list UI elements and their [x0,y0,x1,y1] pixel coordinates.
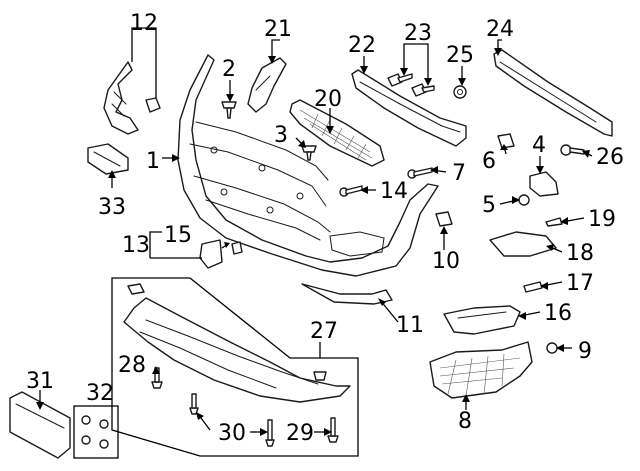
callout-6: 6 [482,149,496,174]
part-21-bracket [247,57,287,113]
callout-24: 24 [486,17,514,42]
callout-32: 32 [86,381,114,406]
callout-15: 15 [164,223,192,248]
part-26-bolt [560,144,585,156]
part-31-plate-bracket [9,391,71,459]
part-10-clip [435,211,453,227]
callout-25: 25 [446,43,474,68]
part-33-sensor-module [87,143,129,175]
part-6-clip [497,133,515,149]
callout-17: 17 [566,271,594,296]
part-14-bolt [339,185,363,197]
callout-30: 30 [218,421,246,446]
part-4-bracket [529,171,559,197]
callout-23: 23 [404,21,432,46]
part-2-push-pin [221,101,237,119]
callout-31: 31 [26,369,54,394]
callout-11: 11 [396,313,424,338]
callout-21: 21 [264,17,292,42]
part-19-bolt [545,217,563,227]
callout-26: 26 [596,145,624,170]
part-16-lamp-bezel [443,305,521,335]
part-30-pin [189,393,275,447]
callout-5: 5 [482,193,496,218]
part-32-screws [73,405,119,459]
callout-3: 3 [274,123,288,148]
part-5-nut [518,194,530,206]
part-1-bumper-cover [177,54,439,277]
part-9-nut [546,342,558,354]
group-bracket-13 [149,231,202,259]
part-23-bolts [387,73,435,97]
callout-16: 16 [544,301,572,326]
part-11-trim-strip [301,283,393,305]
part-8-lower-grille [429,341,533,399]
callout-18: 18 [566,241,594,266]
part-22-absorber [351,69,467,147]
part-20-upper-grille [289,99,385,167]
callout-12: 12 [130,11,158,36]
callout-20: 20 [314,87,342,112]
arrowheads [36,48,590,436]
callout-9: 9 [578,339,592,364]
callout-14: 14 [380,179,408,204]
part-12-bracket [103,61,161,135]
group-box-27 [111,277,359,457]
callout-2: 2 [222,57,236,82]
callouts: 1 2 3 4 5 6 7 8 9 10 11 12 13 14 15 16 1… [26,11,624,446]
callout-1: 1 [146,149,160,174]
callout-10: 10 [432,249,460,274]
callout-27: 27 [310,319,338,344]
callout-8: 8 [458,409,472,434]
callout-28: 28 [118,353,146,378]
part-18-deflector [489,231,557,257]
callout-33: 33 [98,195,126,220]
callout-29: 29 [286,421,314,446]
part-25-nut [453,85,467,99]
callout-4: 4 [532,133,546,158]
part-29-pin [327,417,339,443]
part-7-bolt [407,167,433,179]
part-24-reinforcement [493,49,613,137]
callout-19: 19 [588,207,616,232]
part-3-screw [301,145,317,161]
part-15-bracket [199,239,243,269]
callout-7: 7 [452,161,466,186]
part-17-bolt [523,281,543,293]
callout-22: 22 [348,33,376,58]
callout-13: 13 [122,233,150,258]
part-27-lower-valance [123,283,351,403]
